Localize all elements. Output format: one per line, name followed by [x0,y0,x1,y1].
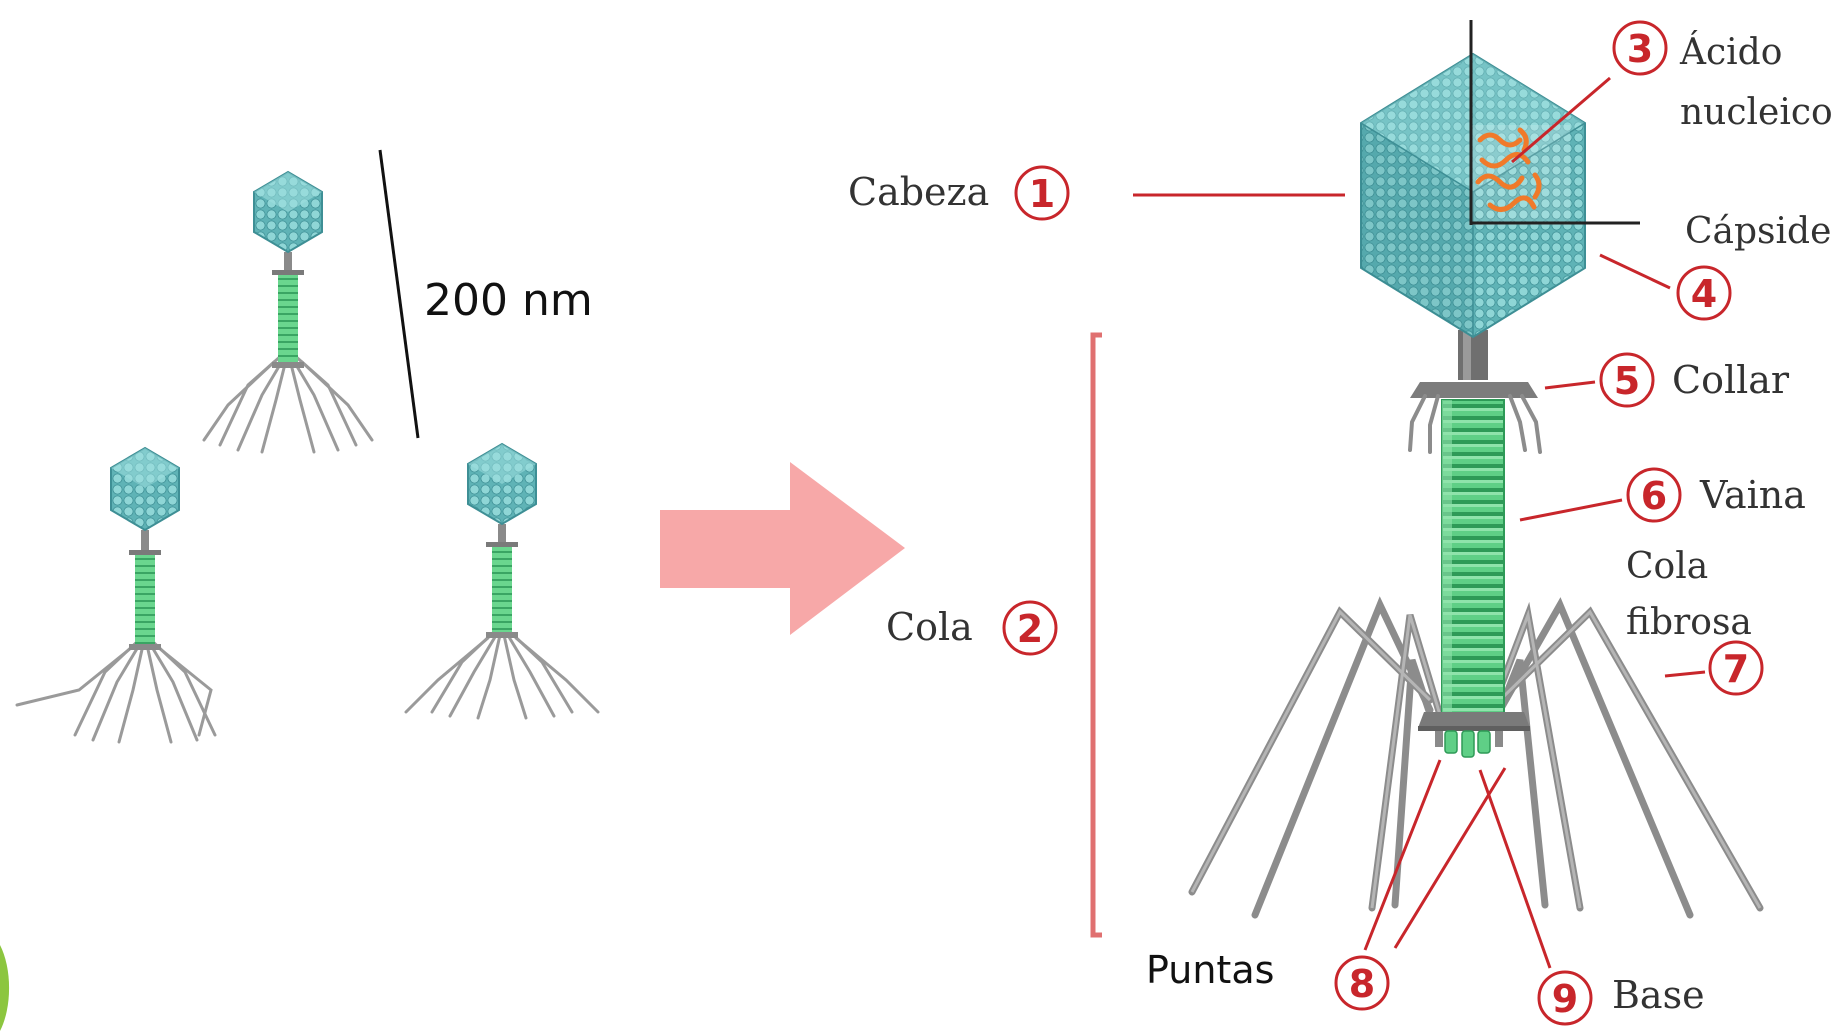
cola-bracket [1093,335,1102,935]
label-cola-fibrosa-2: fibrosa [1626,602,1752,643]
scale-bar-line [380,150,418,438]
leader-6 [1520,500,1622,520]
label-base: Base [1612,973,1705,1017]
label-puntas: Puntas [1146,948,1274,992]
label-vaina: Vaina [1699,473,1806,517]
phage-small-top [204,172,372,452]
marker-6-number: 6 [1641,474,1667,518]
phage-small-left [17,448,215,742]
leader-4 [1600,255,1670,288]
base-plate [1418,712,1530,728]
marker-2-number: 2 [1017,607,1043,651]
marker-1-number: 1 [1029,172,1055,216]
label-acido: Ácido [1679,31,1782,73]
transition-arrow [660,462,905,635]
label-cabeza: Cabeza [848,170,989,214]
marker-9-number: 9 [1552,977,1578,1021]
marker-3-number: 3 [1627,27,1653,71]
leader-5 [1545,382,1595,388]
corner-badge [0,945,9,1031]
label-cola-fibrosa-1: Cola [1626,546,1708,587]
label-capside: Cápside [1685,211,1831,252]
tail-spikes [1445,731,1490,757]
marker-8-number: 8 [1349,962,1375,1006]
phage-large [1192,20,1760,915]
label-collar: Collar [1672,358,1790,402]
label-cola: Cola [886,605,973,649]
leader-7 [1665,672,1705,676]
capsid-head [1361,20,1640,337]
label-nucleico: nucleico [1680,92,1833,133]
phage-small-right [406,444,598,718]
marker-4-number: 4 [1691,272,1717,316]
marker-5-number: 5 [1614,359,1640,403]
scale-bar-label: 200 nm [424,275,593,326]
marker-7-number: 7 [1723,647,1749,691]
